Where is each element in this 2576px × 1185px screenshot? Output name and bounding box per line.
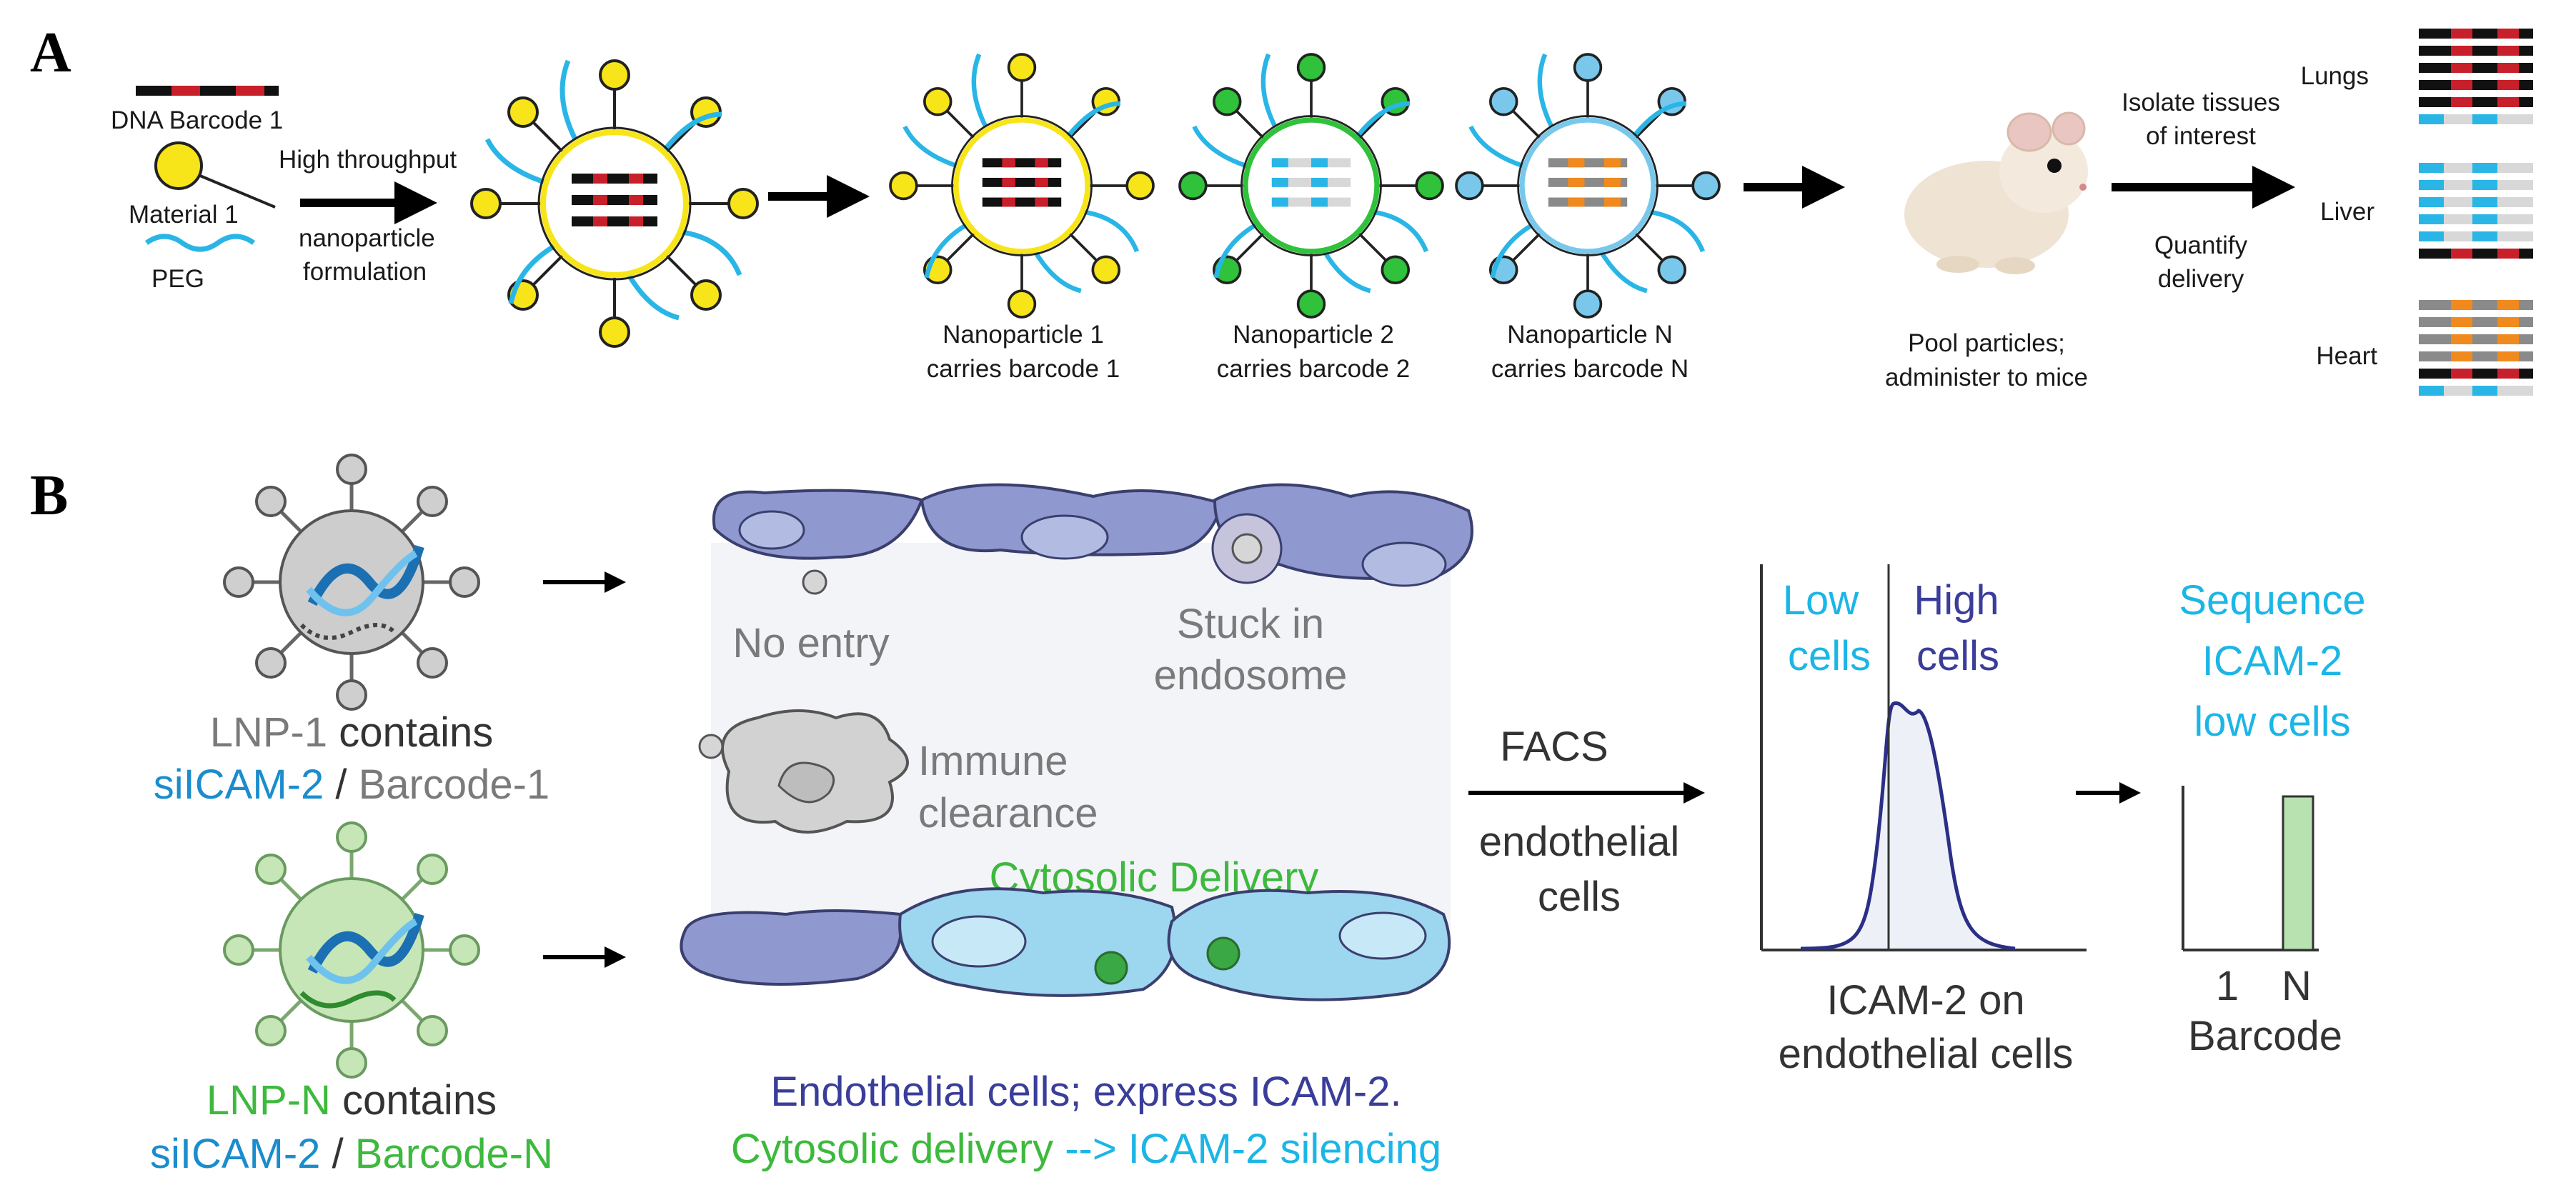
step1-text-1: High throughput bbox=[279, 146, 457, 174]
no-entry-label: No entry bbox=[732, 620, 889, 666]
immune-macrophage bbox=[698, 709, 909, 834]
bar-xlabel: Barcode bbox=[2188, 1013, 2342, 1059]
low-cells-label-2: cells bbox=[1788, 633, 1871, 679]
np1-caption-1: Nanoparticle 1 bbox=[943, 321, 1104, 349]
pool-caption-1: Pool particles; bbox=[1908, 329, 2065, 357]
stuck-label-2: endosome bbox=[1154, 652, 1348, 699]
lnp1-line2: siICAM-2 / Barcode-1 bbox=[154, 761, 549, 808]
legend-peg-label: PEG bbox=[151, 265, 204, 293]
sequence-label-3: low cells bbox=[2194, 699, 2350, 745]
lnp1-line1: LNP-1 contains bbox=[210, 709, 494, 756]
heart-barcodes bbox=[2419, 300, 2533, 396]
tissue-label-liver: Liver bbox=[2320, 198, 2374, 226]
facs-sub-1: endothelial bbox=[1479, 819, 1680, 865]
no-entry-particle bbox=[802, 569, 827, 595]
legend-peg-icon bbox=[144, 234, 256, 252]
bar-tick-1: 1 bbox=[2216, 963, 2239, 1009]
tissue-label-heart: Heart bbox=[2316, 342, 2377, 370]
high-cells-label-2: cells bbox=[1916, 633, 1999, 679]
pool-caption-2: administer to mice bbox=[1885, 364, 2088, 391]
sequence-label-2: ICAM-2 bbox=[2202, 638, 2343, 684]
endosome-particle bbox=[1211, 513, 1283, 584]
lnpn-line2: siICAM-2 / Barcode-N bbox=[150, 1131, 553, 1177]
low-cells-label-1: Low bbox=[1783, 577, 1860, 624]
panel-a-label: A bbox=[30, 21, 71, 84]
quantify-text-1: Quantify bbox=[2154, 231, 2248, 259]
facs-sub-2: cells bbox=[1538, 874, 1621, 920]
np2-caption-2: carries barcode 2 bbox=[1217, 355, 1410, 383]
lnp-n-particle bbox=[223, 821, 480, 1079]
np1-caption-2: carries barcode 1 bbox=[927, 355, 1120, 383]
histogram-xlabel-2: endothelial cells bbox=[1779, 1031, 2074, 1077]
immune-label-2: clearance bbox=[918, 790, 1098, 836]
quantify-text-2: delivery bbox=[2158, 265, 2244, 293]
histogram-curve bbox=[1800, 701, 2016, 951]
liver-barcodes bbox=[2419, 163, 2533, 259]
isolate-text-1: Isolate tissues bbox=[2122, 89, 2280, 116]
lnp-1-particle bbox=[223, 454, 480, 711]
bottom-cell-nuclei bbox=[931, 911, 1427, 968]
nanoparticle-1 bbox=[889, 53, 1155, 319]
top-cell-nuclei bbox=[738, 510, 1447, 587]
caption-line2: Cytosolic delivery --> ICAM-2 silencing bbox=[731, 1126, 1441, 1172]
legend-material-icon bbox=[154, 141, 276, 209]
bar-barcode-n bbox=[2282, 795, 2314, 951]
legend-dna-barcode bbox=[136, 86, 279, 96]
sequence-label-1: Sequence bbox=[2179, 577, 2365, 624]
nanoparticle-2 bbox=[1178, 53, 1444, 319]
cytosolic-particles bbox=[1094, 936, 1240, 985]
caption-line1: Endothelial cells; express ICAM-2. bbox=[770, 1069, 1401, 1115]
panel-b-label: B bbox=[30, 464, 68, 527]
barcode-bar-chart bbox=[2182, 786, 2319, 951]
immune-label-1: Immune bbox=[918, 738, 1068, 784]
np2-caption-1: Nanoparticle 2 bbox=[1233, 321, 1394, 349]
bar-tick-n: N bbox=[2282, 963, 2312, 1009]
mouse-illustration bbox=[1904, 111, 2088, 274]
npn-caption-1: Nanoparticle N bbox=[1507, 321, 1673, 349]
lungs-barcodes bbox=[2419, 29, 2533, 124]
stuck-label-1: Stuck in bbox=[1177, 601, 1324, 647]
high-cells-label-1: High bbox=[1914, 577, 1999, 624]
lnpn-line1: LNP-N contains bbox=[207, 1077, 497, 1124]
npn-caption-2: carries barcode N bbox=[1491, 355, 1689, 383]
nanoparticle-generic bbox=[470, 59, 759, 348]
isolate-text-2: of interest bbox=[2146, 122, 2256, 150]
tissue-label-lungs: Lungs bbox=[2301, 62, 2369, 90]
barcode-stack bbox=[572, 174, 657, 226]
step1-text-2: nanoparticle bbox=[299, 224, 435, 252]
facs-histogram bbox=[1760, 564, 2087, 951]
legend-dna-barcode-label: DNA Barcode 1 bbox=[111, 106, 283, 134]
legend-material-label: Material 1 bbox=[129, 201, 239, 229]
nanoparticle-n bbox=[1455, 53, 1721, 319]
histogram-xlabel-1: ICAM-2 on bbox=[1826, 977, 2024, 1024]
step1-text-3: formulation bbox=[303, 258, 427, 286]
facs-label: FACS bbox=[1500, 724, 1608, 770]
